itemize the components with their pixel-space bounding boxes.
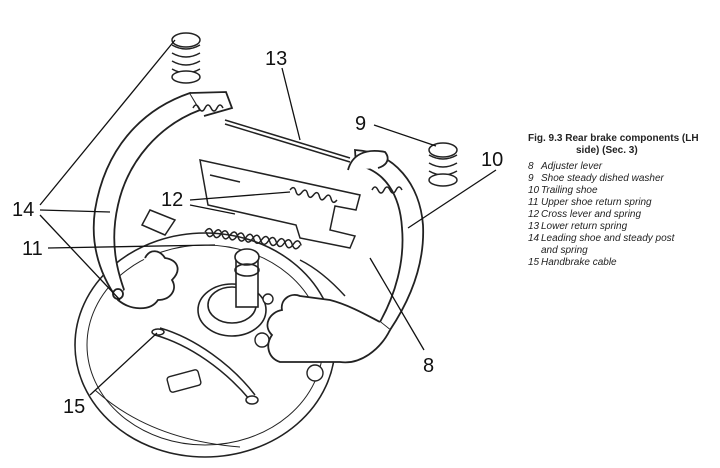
hub-stub [197,248,267,337]
figure-title: Fig. 9.3 Rear brake components (LH side)… [528,133,718,157]
figure-title-line2: side) (Sec. 3) [576,145,638,156]
callout-10: 10 [481,149,503,171]
leader-lines [39,39,497,396]
figure-caption: Fig. 9.3 Rear brake components (LH side)… [528,133,718,269]
callout-14: 14 [12,199,34,221]
legend-list: 8 Adjuster lever 9 Shoe steady dished wash… [528,161,718,269]
figure-title-line1: Fig. 9.3 Rear brake components (LH [528,133,699,144]
legend-text: Shoe steady dished washer [541,173,664,184]
legend-item: and spring [528,245,718,257]
callout-12: 12 [161,189,183,211]
legend-text: Leading shoe and steady post [541,233,675,244]
legend-number: 15 [528,257,540,268]
legend-text: Trailing shoe [541,185,598,196]
legend-text: Adjuster lever [541,161,603,172]
legend-text: Handbrake cable [541,257,617,268]
legend-number: 9 [528,173,534,184]
legend-number: 13 [528,221,540,232]
legend-text: Upper shoe return spring [541,197,652,208]
trailing-shoe [266,149,425,364]
steady-springs [171,32,458,187]
legend-number: 12 [528,209,540,220]
legend-item: 8 Adjuster lever [528,161,718,173]
legend-text: Lower return spring [541,221,628,232]
callout-11: 11 [22,238,43,260]
springs [192,104,403,297]
leading-shoe [92,91,234,310]
legend-number: 10 [528,185,540,196]
legend-number: 8 [528,161,534,172]
legend-text: Cross lever and spring [541,209,642,220]
callout-15: 15 [63,396,85,418]
legend-number: 14 [528,233,540,244]
legend-number: 11 [528,197,539,208]
legend-item: 9 Shoe steady dished washer [528,173,718,185]
callout-9: 9 [355,113,366,135]
callout-13: 13 [265,48,287,70]
handbrake-cable [151,327,259,405]
callout-8: 8 [423,355,434,377]
legend-number [528,245,541,257]
cross-lever [140,159,361,249]
legend-text: and spring [541,245,588,256]
